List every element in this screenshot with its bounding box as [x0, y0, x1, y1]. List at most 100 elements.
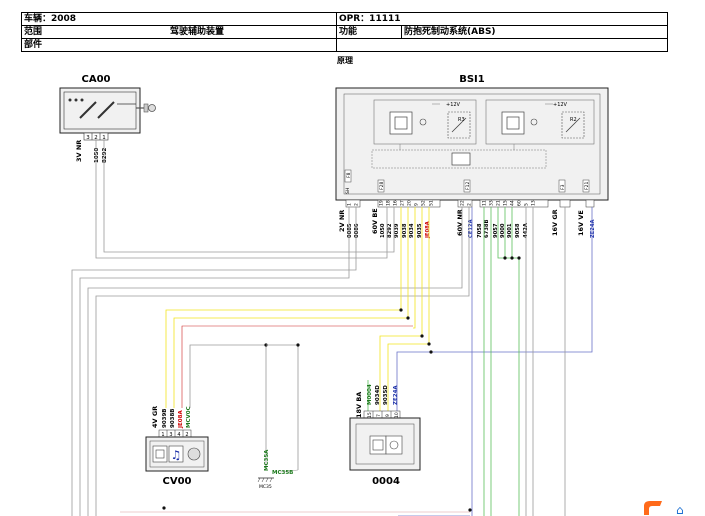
bsi1-conn-60v-be: 60V BE — [371, 208, 379, 234]
bsi1-box — [335, 87, 609, 201]
wires — [71, 140, 593, 516]
wire — [387, 207, 430, 380]
g0004-pin: 10 — [394, 412, 400, 418]
ca00-box — [59, 87, 141, 134]
bsi1-voltage-2: +12V — [553, 102, 568, 108]
wire — [87, 207, 463, 516]
wire — [95, 140, 388, 259]
bsi1-pin-number: 44 — [510, 200, 516, 206]
wire — [279, 469, 299, 473]
ca00-wire-8292: 8292 — [102, 148, 108, 163]
bsi1-title: BSI1 — [459, 74, 485, 85]
wire — [266, 344, 299, 470]
cv00-pins: 1 3 4 2 — [158, 429, 192, 438]
bsi1-conn-16v-gr: 16V GR — [551, 209, 559, 236]
junction-dot — [503, 256, 507, 260]
g0004-box — [349, 417, 421, 471]
bsi1-fuse-label: F28 — [379, 182, 385, 190]
key-icon — [136, 103, 156, 113]
bsi1-pin-number: 5 — [524, 203, 530, 206]
bsi1-wire-label: ZE24A — [590, 219, 596, 238]
cv00-pin: 4 — [177, 432, 180, 438]
bsi1-wire-label: 1050 — [380, 223, 386, 238]
bsi1-pin-number: 22 — [460, 200, 466, 206]
junction-dot — [517, 256, 521, 260]
bsi1-sh-label: SH — [345, 188, 351, 194]
bsi1-fuse-label: F21 — [584, 182, 590, 190]
junction-dot — [427, 342, 431, 346]
junction-dot — [296, 343, 300, 347]
principle-label: 原理 — [337, 56, 353, 65]
bsi1-pin-number: 9 — [414, 203, 420, 206]
part-row-right — [336, 38, 668, 52]
g0004-pin: 15 — [367, 412, 373, 418]
g0004-title: 0004 — [372, 476, 400, 487]
wire — [103, 140, 395, 253]
ca00-pin: 2 — [94, 135, 98, 141]
wire — [79, 242, 350, 516]
bsi1-pin-number: 15 — [503, 200, 509, 206]
wire — [181, 325, 413, 408]
junction-dot — [406, 316, 410, 320]
scope-value: 驾驶辅助装置 — [170, 27, 225, 37]
bsi1-wire-label: 8292 — [387, 223, 393, 238]
bsi1-wire-label: 0085 — [347, 223, 353, 238]
bsi1-pin-number: 20 — [407, 200, 413, 206]
cv00-title: CV00 — [163, 476, 192, 487]
g0004-wire-m0004: M0004 — [367, 384, 373, 405]
ca00-pins: 3 2 1 — [83, 132, 109, 141]
cv00-wire-mcv0c: MCV0C — [186, 406, 192, 428]
bsi1-voltage-1: +12V — [446, 102, 461, 108]
brand-logo-icon: ⌂ — [644, 501, 684, 516]
wire — [95, 207, 470, 516]
bsi1-fuse-label: F12 — [465, 182, 471, 190]
bsi1-pin-number: 52 — [421, 200, 427, 206]
bsi1-conn-60v-nr: 60V NR — [456, 209, 464, 236]
bsi1-wire-label: 9058 — [515, 223, 521, 238]
bsi1-wire-label: 9057 — [493, 223, 499, 238]
bsi1-pin-number: 18 — [386, 200, 392, 206]
ground-icon — [257, 477, 274, 483]
bsi1-wire-label: 9039 — [394, 223, 400, 238]
bsi1-pin-number: 13 — [531, 200, 537, 206]
bsi1-wire-label: CE12A — [468, 219, 474, 238]
bsi1-wire-label: 7058 — [477, 223, 483, 238]
bsi1-pin-strip — [345, 199, 595, 208]
cv00-wire-9038b: 9038B — [170, 409, 176, 429]
bsi1-wire-label: 0086 — [354, 223, 360, 238]
ca00-title: CA00 — [82, 74, 111, 85]
part-label: 部件 — [24, 40, 43, 50]
g0004-wire-9034d: 9034D — [375, 385, 381, 405]
ca00-connector-label: 3V NR — [75, 140, 83, 162]
bsi1-wire-label: 9034 — [409, 223, 415, 238]
bsi1-pin-number: 33 — [489, 200, 495, 206]
bsi1-conn-16v-ve: 16V VE — [577, 210, 585, 236]
bsi1-pin-number: 2 — [467, 203, 473, 206]
bsi1-fuse-label: F8 — [346, 172, 352, 178]
ca00-wire-1050: 1050 — [94, 148, 100, 163]
mc35a-label: MC35A — [264, 449, 270, 471]
cv00-pin: 1 — [161, 432, 164, 438]
bsi1-wire-label: 6738B — [484, 220, 490, 238]
wire — [497, 207, 520, 516]
bsi1-pin-number: 16 — [393, 200, 399, 206]
bsi1-pin-number: 1 — [347, 203, 353, 206]
bsi1-fuse-label: F3 — [560, 184, 566, 190]
bsi1-conn-2v-nr: 2V NR — [338, 210, 346, 232]
junction-dot — [420, 334, 424, 338]
bsi1-pin-number: 2 — [354, 203, 360, 206]
g0004-connector-label: 18V BA — [355, 392, 363, 418]
wire — [173, 207, 409, 408]
scope-label: 范围 — [24, 27, 43, 37]
bsi1-pin-number: 60 — [517, 200, 523, 206]
cv00-connector-label: 4V GR — [151, 406, 159, 428]
g0004-wire-ze24a: ZE24A — [393, 385, 399, 405]
ca00-pin: 1 — [102, 135, 106, 141]
bsi1-wire-label: 9000 — [500, 223, 506, 238]
bsi1-relay-r2: R2 — [570, 117, 577, 123]
bsi1-relay-r3: R3 — [458, 117, 465, 123]
mc35b-label: MC35B — [272, 470, 293, 476]
